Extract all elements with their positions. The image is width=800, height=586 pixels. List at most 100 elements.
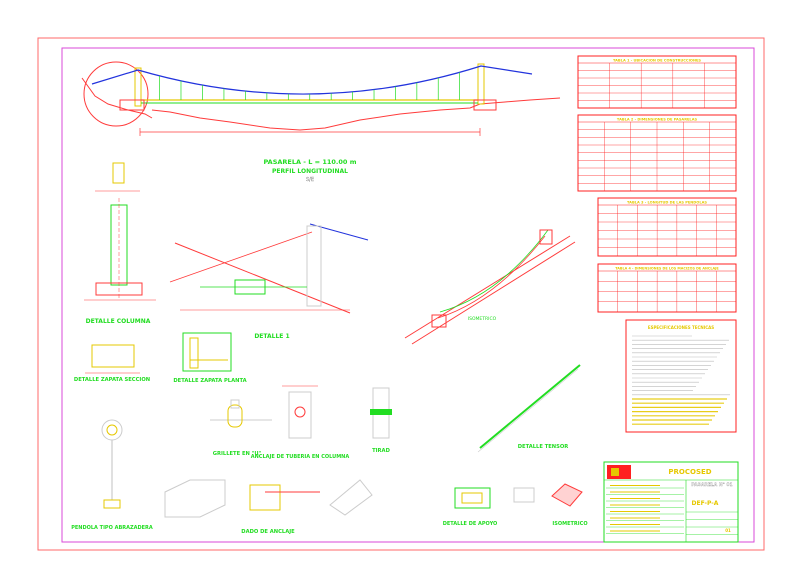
anclaje-tuberia-pipe xyxy=(294,406,306,418)
pendola-base xyxy=(103,499,121,509)
terrain-bed xyxy=(151,103,481,131)
table-2-title: TABLA 2 - DIMENSIONES DE PASARELAS xyxy=(617,118,698,122)
main-subtitle: PERFIL LONGITUDINAL xyxy=(272,168,348,175)
left-tower xyxy=(134,67,142,107)
pendola: PENDOLA TIPO ABRAZADERA xyxy=(71,419,153,531)
iso-cable-2 xyxy=(439,229,549,313)
specifications-block: ESPECIFICACIONES TECNICAS xyxy=(625,319,737,433)
table-4: TABLA 4 - DIMENSIONES DE LOS MACIZOS DE … xyxy=(597,263,737,313)
iso-deck-right xyxy=(411,241,576,345)
table-4-grid xyxy=(598,271,736,312)
apoyo-iso xyxy=(551,483,583,507)
dado-box-mid xyxy=(249,484,281,511)
grillete-label: GRILLETE EN "U" xyxy=(213,451,262,457)
table-3-grid xyxy=(598,205,736,256)
tirad-plate xyxy=(370,409,392,415)
detalle1-ground xyxy=(174,242,351,314)
detalle-apoyo-label: DETALLE DE APOYO xyxy=(443,521,498,527)
hanger-group xyxy=(159,72,460,100)
right-tower xyxy=(477,63,485,105)
zapata-planta-column xyxy=(189,337,199,369)
left-abutment xyxy=(119,99,145,111)
main-cable xyxy=(91,65,533,95)
detail-callout-circle xyxy=(83,61,149,127)
title-block-lines xyxy=(606,484,738,535)
table-4-title: TABLA 4 - DIMENSIONES DE LOS MACIZOS DE … xyxy=(615,267,719,271)
detalle-1-label: DETALLE 1 xyxy=(254,333,289,340)
dado-detail-right xyxy=(329,479,373,516)
grillete-shackle xyxy=(230,399,240,409)
detalle1-slope xyxy=(169,231,313,283)
iso-deck-left xyxy=(404,235,571,339)
title-block-company: PROCOSED xyxy=(668,468,711,476)
detalle-zapata-seccion-label: DETALLE ZAPATA SECCION xyxy=(74,377,150,383)
table-1-grid xyxy=(578,63,736,108)
title-block-sheet-no: 01 xyxy=(725,528,731,533)
tensor-rod xyxy=(479,364,581,449)
dado-box-left xyxy=(164,479,226,518)
pendola-label: PENDOLA TIPO ABRAZADERA xyxy=(71,525,153,531)
column-footing xyxy=(95,282,143,296)
table-3-frame xyxy=(597,197,737,257)
detalle-apoyo: DETALLE DE APOYO ISOMETRICO xyxy=(443,483,588,527)
pendola-clamp-inner xyxy=(106,424,118,436)
title-block-frame xyxy=(603,461,739,543)
zapata-seccion: DETALLE ZAPATA SECCION xyxy=(74,344,150,383)
isometrico-large-label: ISOMETRICO xyxy=(468,316,497,322)
title-block-sheet-code: DEF-P-A xyxy=(692,500,719,507)
main-scale: S/E xyxy=(306,177,314,183)
title-block-logo-inner xyxy=(611,468,619,476)
terrain-right xyxy=(479,97,561,105)
title-block: PROCOSED PASARELA N° 01 DEF-P-A 01 xyxy=(603,461,739,543)
terrain-left xyxy=(81,77,153,119)
pendola-clamp-outer xyxy=(101,419,123,441)
tirad-label: TIRAD xyxy=(372,448,390,454)
anclaje-tuberia-column xyxy=(288,391,312,439)
detalle1-column xyxy=(306,225,322,307)
tensor-rod-edge xyxy=(477,368,579,453)
specs-lines xyxy=(632,335,730,425)
table-3: TABLA 3 - LONGITUD DE LAS PENDOLAS xyxy=(597,197,737,257)
specs-frame xyxy=(625,319,737,433)
detalle-columna-label: DETALLE COLUMNA xyxy=(86,318,151,325)
longitudinal-profile: PASARELA - L = 110.00 m PERFIL LONGITUDI… xyxy=(81,61,561,183)
outer-border xyxy=(37,37,765,551)
inner-border xyxy=(61,47,755,543)
small-section-box xyxy=(112,162,125,184)
detalle-tensor: DETALLE TENSOR xyxy=(477,364,581,453)
anclaje-tuberia-label: ANCLAJE DE TUBERIA EN COLUMNA xyxy=(251,454,350,460)
iso-cable xyxy=(437,235,546,319)
title-block-project: PASARELA N° 01 xyxy=(691,482,732,488)
isometrico-small-label: ISOMETRICO xyxy=(552,521,587,527)
table-2-grid xyxy=(578,122,736,191)
table-1: TABLA 1 - UBICACION DE CONSTRUCCIONES xyxy=(577,55,737,109)
apoyo-box xyxy=(454,487,491,509)
main-title: PASARELA - L = 110.00 m xyxy=(264,158,357,166)
apoyo-plan xyxy=(513,487,535,503)
table-4-frame xyxy=(597,263,737,313)
iso-base-right xyxy=(539,229,553,245)
detalle1-cable xyxy=(309,223,369,241)
anclaje-tuberia: ANCLAJE DE TUBERIA EN COLUMNA xyxy=(251,385,350,460)
specs-title: ESPECIFICACIONES TECNICAS xyxy=(648,325,714,330)
tirad: TIRAD xyxy=(370,387,392,454)
table-1-frame xyxy=(577,55,737,109)
table-3-title: TABLA 3 - LONGITUD DE LAS PENDOLAS xyxy=(627,201,707,205)
table-2: TABLA 2 - DIMENSIONES DE PASARELAS xyxy=(577,114,737,192)
column-detail: DETALLE COLUMNA xyxy=(84,198,156,325)
apoyo-plate xyxy=(461,492,483,504)
zapata-planta: DETALLE ZAPATA PLANTA xyxy=(173,332,247,384)
detalle-zapata-planta-label: DETALLE ZAPATA PLANTA xyxy=(173,378,246,384)
dado-anclaje-label: DADO DE ANCLAJE xyxy=(241,529,295,535)
right-abutment xyxy=(473,99,497,111)
grillete-u xyxy=(227,404,243,428)
zapata-planta-box xyxy=(182,332,232,372)
detalle-tensor-label: DETALLE TENSOR xyxy=(518,444,569,450)
detalle-1: DETALLE 1 xyxy=(169,223,369,340)
table-1-title: TABLA 1 - UBICACION DE CONSTRUCCIONES xyxy=(613,59,701,63)
dado-anclaje: DADO DE ANCLAJE xyxy=(164,479,373,535)
zapata-seccion-box xyxy=(91,344,135,368)
isometric-view: ISOMETRICO xyxy=(404,229,576,345)
grillete: GRILLETE EN "U" xyxy=(210,399,272,457)
